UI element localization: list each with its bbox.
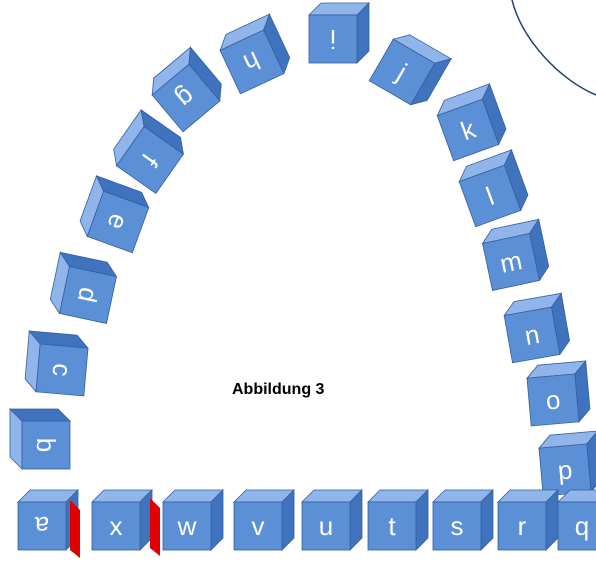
row-cube-w: w — [163, 490, 223, 550]
arch-cube-p: p — [538, 431, 596, 496]
arch-cube-o: o — [526, 361, 591, 426]
row-cube-r: r — [498, 490, 558, 550]
cube-letter: u — [319, 511, 333, 541]
cube-letter: w — [177, 511, 197, 541]
row-cube-a: a — [18, 490, 78, 550]
row-cube-u: u — [302, 490, 362, 550]
cube-letter: t — [388, 511, 396, 541]
arch-cube-e: e — [76, 176, 153, 253]
arch-cube-g: g — [144, 47, 229, 132]
cube-letter: p — [556, 454, 573, 485]
red-spacer-wedge-2 — [150, 498, 160, 556]
arch-cube-i: i — [309, 3, 369, 63]
red-spacer-wedge-1 — [70, 500, 80, 558]
arch-cube-h: h — [215, 14, 295, 94]
row-cube-x: x — [92, 490, 152, 550]
cube-letter: v — [252, 511, 265, 541]
cube-letter: q — [575, 511, 589, 541]
cube-letter: a — [34, 511, 49, 541]
row-cube-t: t — [368, 490, 428, 550]
cube-letter: r — [518, 511, 527, 541]
cube-letter: o — [544, 384, 561, 415]
arch-cube-m: m — [480, 219, 551, 290]
arch-cube-k: k — [433, 84, 510, 161]
cube-letter: i — [330, 24, 336, 54]
row-cube-v: v — [234, 490, 294, 550]
row-cube-q: q — [558, 490, 596, 550]
arch-cube-c: c — [24, 331, 89, 396]
corner-circle-arc — [512, 0, 596, 95]
row-cube-s: s — [433, 490, 493, 550]
arch-cube-b: b — [10, 409, 70, 469]
cube-letter: s — [451, 511, 464, 541]
arch-cube-j: j — [369, 29, 451, 111]
arch-cube-d: d — [48, 252, 119, 323]
cube-letter: x — [110, 511, 123, 541]
arch-cube-l: l — [455, 150, 532, 227]
figure-caption: Abbildung 3 — [232, 381, 324, 399]
cube-letter: b — [31, 438, 61, 452]
arch-cube-n: n — [502, 293, 572, 363]
cube-letter: c — [46, 362, 77, 378]
